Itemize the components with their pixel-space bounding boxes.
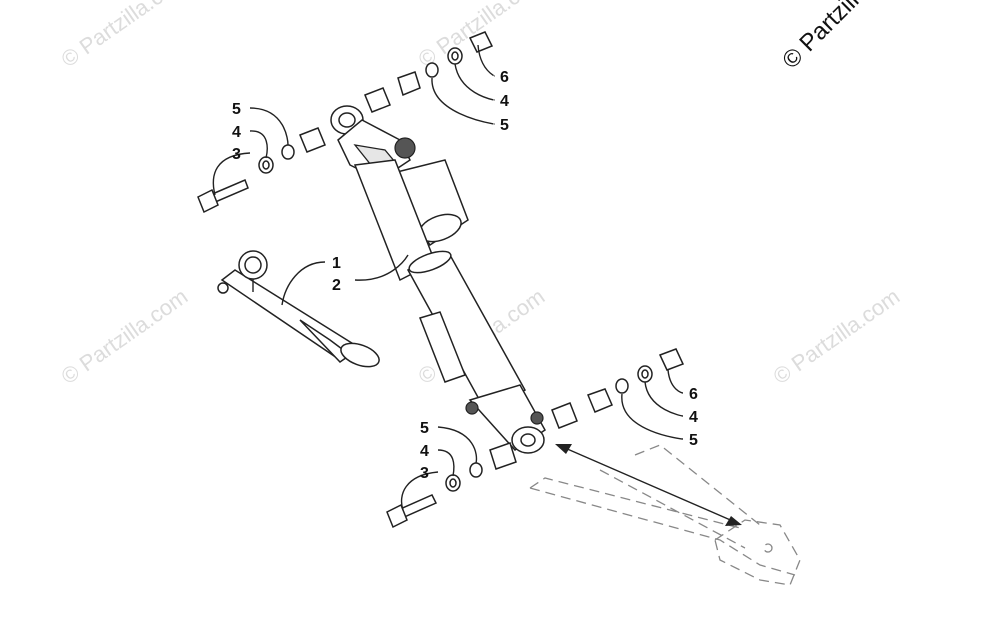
- callout-top-right-3: 5: [500, 117, 509, 134]
- pump-tool: [217, 250, 380, 368]
- lower-right-hardware: [551, 348, 685, 429]
- callout-shock-1: 1: [332, 255, 341, 272]
- a-arm-outline: [529, 444, 801, 586]
- copyright-mark: © Partzilla: [777, 0, 874, 74]
- upper-left-hardware: [197, 127, 326, 214]
- callout-top-left-1: 5: [232, 101, 241, 118]
- leader-lines: [212, 44, 684, 511]
- callout-shock-2: 2: [332, 277, 341, 294]
- callout-top-right-1: 6: [500, 69, 509, 86]
- callout-top-left-2: 4: [232, 124, 241, 141]
- callout-bottom-left-2: 4: [420, 443, 429, 460]
- callout-top-left-3: 3: [232, 146, 241, 163]
- callout-bottom-right-1: 6: [689, 386, 698, 403]
- callout-bottom-left-3: 3: [420, 465, 429, 482]
- upper-right-hardware: [364, 31, 494, 113]
- lower-left-hardware: [386, 442, 517, 529]
- watermark: © Partzilla.com: [57, 0, 193, 72]
- callout-bottom-left-1: 5: [420, 420, 429, 437]
- watermark: © Partzilla.com: [769, 284, 905, 390]
- shock-absorber: [330, 105, 546, 454]
- watermark: © Partzilla.com: [57, 284, 193, 390]
- callout-bottom-right-2: 4: [689, 409, 698, 426]
- callout-top-right-2: 4: [500, 93, 509, 110]
- callout-labels: 6 4 5 5 4 3 1 2 6 4 5 5 4 3: [232, 69, 698, 482]
- mounting-arrow: [555, 444, 742, 526]
- callout-bottom-right-3: 5: [689, 432, 698, 449]
